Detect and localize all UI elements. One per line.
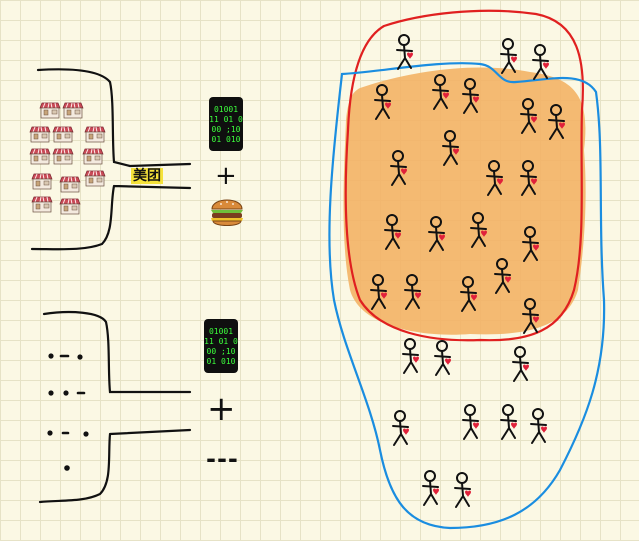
store-icon <box>62 102 84 119</box>
stick-figure-icon <box>422 470 440 506</box>
stick-figure-icon <box>462 404 480 440</box>
data-block-icon <box>204 319 239 373</box>
store-icon <box>59 176 81 193</box>
store-icon <box>84 170 106 187</box>
orange-region <box>343 67 586 335</box>
plus-sign: + <box>215 161 237 191</box>
store-icon <box>31 173 53 190</box>
bottom-brace <box>38 310 192 504</box>
store-cluster <box>29 102 106 215</box>
stick-figure-icon <box>396 34 414 70</box>
store-icon <box>39 102 61 119</box>
store-icon <box>82 148 104 165</box>
stick-figure-icon <box>500 38 518 74</box>
stick-figure-icon <box>392 410 410 446</box>
red-boundary <box>344 9 584 342</box>
data-block-icon <box>209 97 244 151</box>
stick-figure-icon <box>530 408 548 444</box>
stick-figure-icon <box>500 404 518 440</box>
unknown-placeholder: --- <box>206 445 239 473</box>
stick-figure-icon <box>434 340 452 376</box>
store-icon <box>29 126 51 143</box>
plus-sign: + <box>207 389 236 429</box>
store-icon <box>52 126 74 143</box>
blue-boundary <box>328 62 606 530</box>
top-stores-brace <box>30 68 192 251</box>
dot-rows <box>47 353 89 471</box>
store-icon <box>31 196 53 213</box>
stick-figure-icon <box>512 346 530 382</box>
stick-figure-icon <box>454 472 472 508</box>
burger-icon <box>211 199 243 226</box>
meituan-label: 美团 <box>131 168 163 184</box>
store-icon <box>59 198 81 215</box>
store-icon <box>52 148 74 165</box>
store-icon <box>84 126 106 143</box>
stick-figure-icon <box>402 338 420 374</box>
store-icon <box>29 148 51 165</box>
